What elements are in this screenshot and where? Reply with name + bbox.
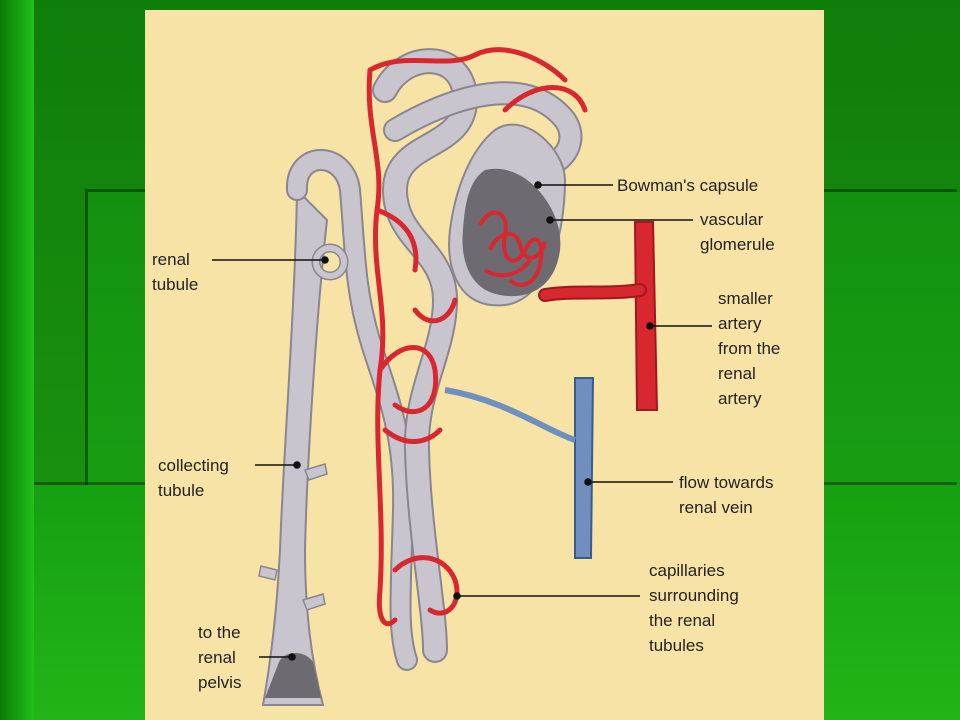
artery-shape (538, 221, 659, 411)
nephron-diagram-panel: Bowman's capsule vascular glomerule rena… (145, 10, 824, 720)
glomerulus-shape (478, 210, 547, 287)
nephron-illustration (212, 47, 712, 706)
leader-lines (212, 181, 712, 661)
label-flow-towards-vein: flow towards renal vein (679, 473, 774, 517)
label-to-renal-pelvis: to the renal pelvis (198, 623, 242, 692)
label-collecting-tubule: collecting tubule (158, 456, 229, 500)
peritubular-capillaries-shape (366, 47, 588, 627)
vein-shape (444, 377, 595, 559)
label-capillaries: capillaries surrounding the renal tubule… (649, 561, 739, 655)
label-smaller-artery: smaller artery from the renal artery (718, 289, 781, 408)
label-bowmans-capsule: Bowman's capsule (617, 176, 759, 195)
label-vascular-glomerule: vascular glomerule (700, 210, 775, 254)
collecting-tubule-shape (258, 187, 329, 706)
label-renal-tubule: renal tubule (152, 250, 199, 294)
bowmans-capsule-shape (448, 123, 567, 307)
background-left-strip (0, 0, 34, 720)
